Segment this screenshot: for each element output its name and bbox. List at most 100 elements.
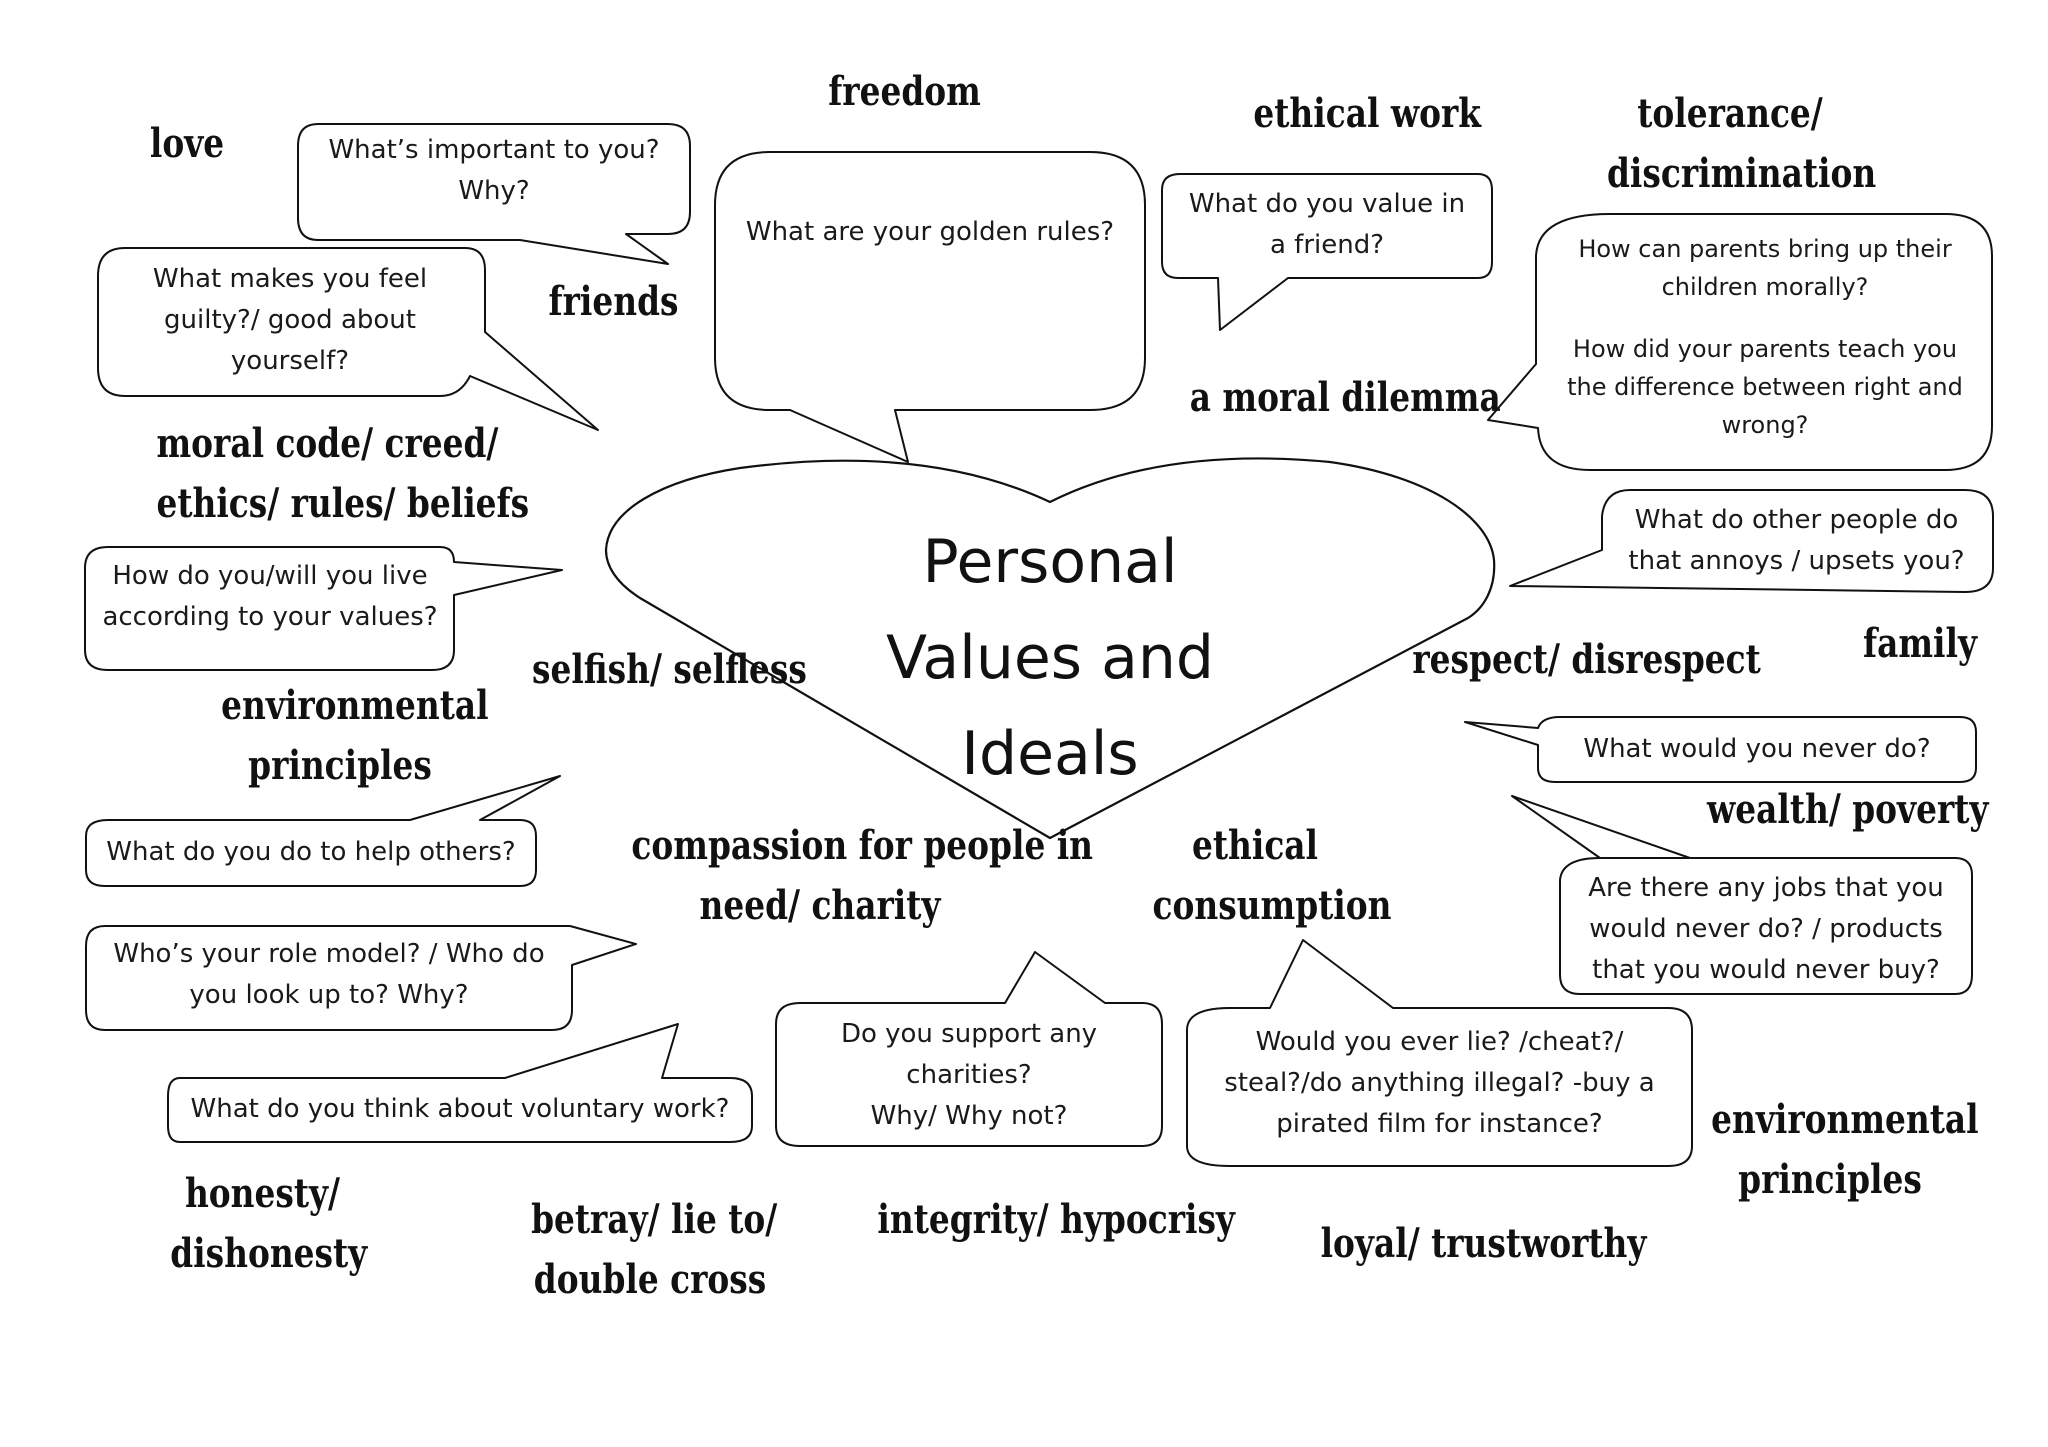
- keyword-tolerance-line-2: discrimination: [1607, 150, 1877, 197]
- center-title-line-2: Values and: [886, 623, 1214, 693]
- keyword-ethical-work: ethical work: [1253, 84, 1481, 144]
- keyword-loyal: loyal/ trustworthy: [1321, 1214, 1647, 1274]
- keyword-integrity: integrity/ hypocrisy: [877, 1190, 1235, 1250]
- keyword-betray-line-2: double cross: [533, 1256, 767, 1303]
- keyword-friends: friends: [549, 272, 679, 332]
- question-friend-value: What do you value in a friend?: [1162, 184, 1492, 266]
- question-jobs-line-3: that you would never buy?: [1592, 955, 1940, 985]
- keyword-friends-line-1: friends: [548, 278, 679, 325]
- keyword-moral-dilemma: a moral dilemma: [1190, 368, 1501, 428]
- question-important-line-2: Why?: [458, 176, 530, 206]
- question-golden-rules: What are your golden rules?: [715, 212, 1145, 253]
- question-lie-cheat-line-2: steal?/do anything illegal? -buy a: [1224, 1068, 1655, 1098]
- question-never-do: What would you never do?: [1538, 729, 1976, 770]
- central-heart-shape: [604, 457, 1496, 840]
- speech-bubble-never-do: [1464, 716, 1977, 783]
- speech-bubble-friend-value: [1161, 173, 1493, 331]
- question-friend-value-line-1: What do you value in: [1188, 189, 1466, 219]
- keyword-integrity-line-1: integrity/ hypocrisy: [877, 1196, 1235, 1243]
- keyword-honesty-line-1: honesty/: [184, 1170, 341, 1217]
- keyword-compassion-line-1: compassion for people in: [631, 822, 1094, 869]
- question-charities-line-3: Why/ Why not?: [870, 1101, 1068, 1131]
- keyword-wealth: wealth/ poverty: [1707, 780, 1988, 840]
- question-guilty-line-3: yourself?: [230, 346, 350, 376]
- keyword-compassion: compassion for people in need/ charity: [631, 816, 1094, 936]
- question-guilty-line-2: guilty?/ good about: [164, 305, 416, 335]
- question-annoys: What do other people do that annoys / up…: [1600, 500, 1993, 582]
- keyword-honesty: honesty/ dishonesty: [170, 1164, 368, 1284]
- keyword-environmental-left: environmental principles: [221, 676, 489, 796]
- question-voluntary-line-1: What do you think about voluntary work?: [190, 1094, 730, 1124]
- question-live-values-line-1: How do you/will you live: [112, 561, 428, 591]
- question-parents-line-4: How did your parents teach you: [1572, 335, 1958, 363]
- question-parents-line-1: How can parents bring up their: [1578, 235, 1952, 263]
- question-important-line-1: What’s important to you?: [328, 135, 660, 165]
- question-live-values: How do you/will you live according to yo…: [85, 556, 455, 638]
- question-parents: How can parents bring up their children …: [1540, 230, 1990, 444]
- question-golden-rules-line-1: What are your golden rules?: [745, 217, 1115, 247]
- keyword-loyal-line-1: loyal/ trustworthy: [1320, 1220, 1647, 1267]
- center-title-line-3: Ideals: [961, 719, 1139, 789]
- speech-bubble-role-model: [85, 925, 637, 1031]
- keyword-compassion-line-2: need/ charity: [699, 882, 941, 929]
- question-never-do-line-1: What would you never do?: [1583, 734, 1931, 764]
- center-title: Personal Values and Ideals: [840, 514, 1260, 802]
- keyword-ethical-consumption: ethical consumption: [1153, 816, 1392, 936]
- keyword-ethical-work-line-1: ethical work: [1253, 90, 1481, 137]
- center-title-line-1: Personal: [922, 527, 1178, 597]
- keyword-love-line-1: love: [149, 120, 225, 167]
- question-role-model: Who’s your role model? / Who do you look…: [86, 934, 572, 1016]
- question-jobs: Are there any jobs that you would never …: [1560, 868, 1972, 991]
- keyword-moral-code-line-2: ethics/ rules/ beliefs: [156, 480, 530, 527]
- keyword-environmental-right-line-2: principles: [1738, 1156, 1922, 1203]
- keyword-tolerance-line-1: tolerance/: [1637, 90, 1823, 137]
- question-lie-cheat-line-3: pirated film for instance?: [1276, 1109, 1603, 1139]
- question-jobs-line-1: Are there any jobs that you: [1588, 873, 1944, 903]
- question-lie-cheat-line-1: Would you ever lie? /cheat?/: [1255, 1027, 1624, 1057]
- question-charities: Do you support any charities? Why/ Why n…: [776, 1014, 1162, 1137]
- keyword-family: family: [1859, 614, 1982, 674]
- speech-bubble-annoys: [1509, 489, 1994, 593]
- keyword-environmental-right: environmental principles: [1711, 1090, 1979, 1210]
- question-jobs-line-2: would never do? / products: [1589, 914, 1943, 944]
- speech-bubble-jobs: [1511, 795, 1973, 995]
- keyword-environmental-right-line-1: environmental: [1711, 1096, 1979, 1143]
- question-help-others-line-1: What do you do to help others?: [106, 837, 516, 867]
- speech-bubble-important: [297, 123, 691, 265]
- keyword-honesty-line-2: dishonesty: [170, 1230, 368, 1277]
- speech-bubble-lie-cheat: [1186, 939, 1693, 1167]
- question-guilty: What makes you feel guilty?/ good about …: [112, 259, 468, 382]
- speech-bubble-live-values: [84, 546, 563, 671]
- question-lie-cheat: Would you ever lie? /cheat?/ steal?/do a…: [1187, 1022, 1692, 1145]
- question-live-values-line-2: according to your values?: [102, 602, 438, 632]
- keyword-moral-dilemma-line-1: a moral dilemma: [1189, 374, 1501, 421]
- keyword-respect-line-1: respect/ disrespect: [1412, 636, 1761, 683]
- speech-bubble-parents: [1487, 213, 1993, 471]
- keyword-wealth-line-1: wealth/ poverty: [1707, 786, 1989, 833]
- speech-bubble-golden-rules: [714, 151, 1146, 463]
- keyword-selfish: selfish/ selfless: [532, 640, 807, 700]
- keyword-betray-line-1: betray/ lie to/: [531, 1196, 778, 1243]
- speech-bubble-charities: [775, 951, 1163, 1147]
- question-parents-line-6: wrong?: [1721, 411, 1809, 439]
- question-help-others: What do you do to help others?: [86, 832, 536, 873]
- keyword-respect: respect/ disrespect: [1412, 630, 1760, 690]
- question-friend-value-line-2: a friend?: [1269, 230, 1385, 260]
- keyword-selfish-line-1: selfish/ selfless: [532, 646, 807, 693]
- keyword-ethical-consumption-line-1: ethical: [1191, 822, 1318, 869]
- speech-bubble-guilty: [97, 247, 599, 431]
- question-annoys-line-1: What do other people do: [1634, 505, 1959, 535]
- keyword-moral-code-line-1: moral code/ creed/: [156, 420, 499, 467]
- keyword-environmental-left-line-2: principles: [248, 742, 432, 789]
- keyword-freedom: freedom: [828, 62, 981, 122]
- keyword-love: love: [130, 114, 245, 174]
- keyword-freedom-line-1: freedom: [828, 68, 981, 115]
- speech-bubble-voluntary: [167, 1023, 753, 1143]
- question-charities-line-1: Do you support any: [840, 1019, 1098, 1049]
- question-parents-line-5: the difference between right and: [1567, 373, 1963, 401]
- question-annoys-line-2: that annoys / upsets you?: [1628, 546, 1965, 576]
- keyword-tolerance: tolerance/ discrimination: [1607, 84, 1877, 204]
- speech-bubble-help-others: [85, 775, 561, 887]
